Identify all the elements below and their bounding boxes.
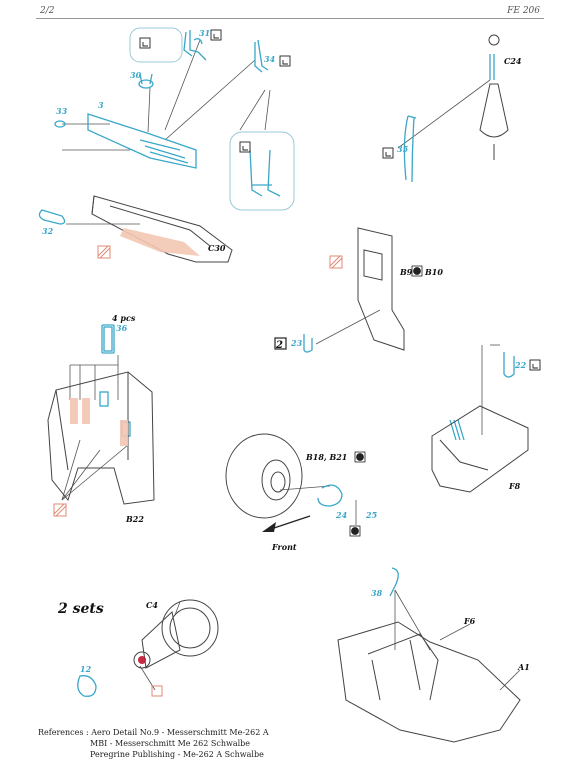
- two-sets-label: 2 sets: [58, 601, 104, 617]
- kit-part-f6: F6: [464, 616, 476, 626]
- reference-3: Peregrine Publishing - Me-262 A Schwalbe: [90, 750, 264, 759]
- references: References : Aero Detail No.9 - Messersc…: [38, 727, 269, 760]
- part-23-label: 23: [291, 338, 303, 348]
- part-31-label: 31: [199, 28, 211, 38]
- part-35-label: 35: [397, 144, 409, 154]
- kit-part-b18: B18, B21: [306, 452, 348, 462]
- kit-code: FE 206: [507, 6, 540, 16]
- kit-part-b22: B22: [126, 514, 144, 524]
- part-12-label: 12: [80, 664, 92, 674]
- kit-part-f8: F8: [509, 481, 521, 491]
- kit-part-a1: A1: [518, 662, 530, 672]
- part-33-label: 33: [56, 106, 68, 116]
- part-34-label: 34: [264, 54, 276, 64]
- page-number: 2/2: [40, 6, 55, 16]
- step-number-2: 2: [276, 340, 283, 351]
- front-label: Front: [272, 542, 297, 552]
- part-22-label: 22: [515, 360, 527, 370]
- kit-part-c4: C4: [146, 600, 158, 610]
- kit-part-b10: B10: [425, 267, 443, 277]
- reference-2: MBI - Messerschmitt Me 262 Schwalbe: [90, 739, 250, 748]
- kit-part-c30: C30: [208, 243, 226, 253]
- part-36-label: 36: [116, 323, 128, 333]
- part-24-label: 24: [336, 510, 348, 520]
- header-rule: [36, 18, 544, 19]
- part-38-label: 38: [371, 588, 383, 598]
- part-36-qty: 4 pcs: [112, 313, 136, 323]
- part-3-label: 3: [98, 100, 104, 110]
- references-prefix: References :: [38, 728, 89, 737]
- reference-1: Aero Detail No.9 - Messerschmitt Me-262 …: [91, 728, 269, 737]
- kit-part-b9: B9: [400, 267, 413, 277]
- part-32-label: 32: [42, 226, 54, 236]
- part-30-label: 30: [130, 70, 142, 80]
- part-25-label: 25: [366, 510, 378, 520]
- kit-part-c24: C24: [504, 56, 522, 66]
